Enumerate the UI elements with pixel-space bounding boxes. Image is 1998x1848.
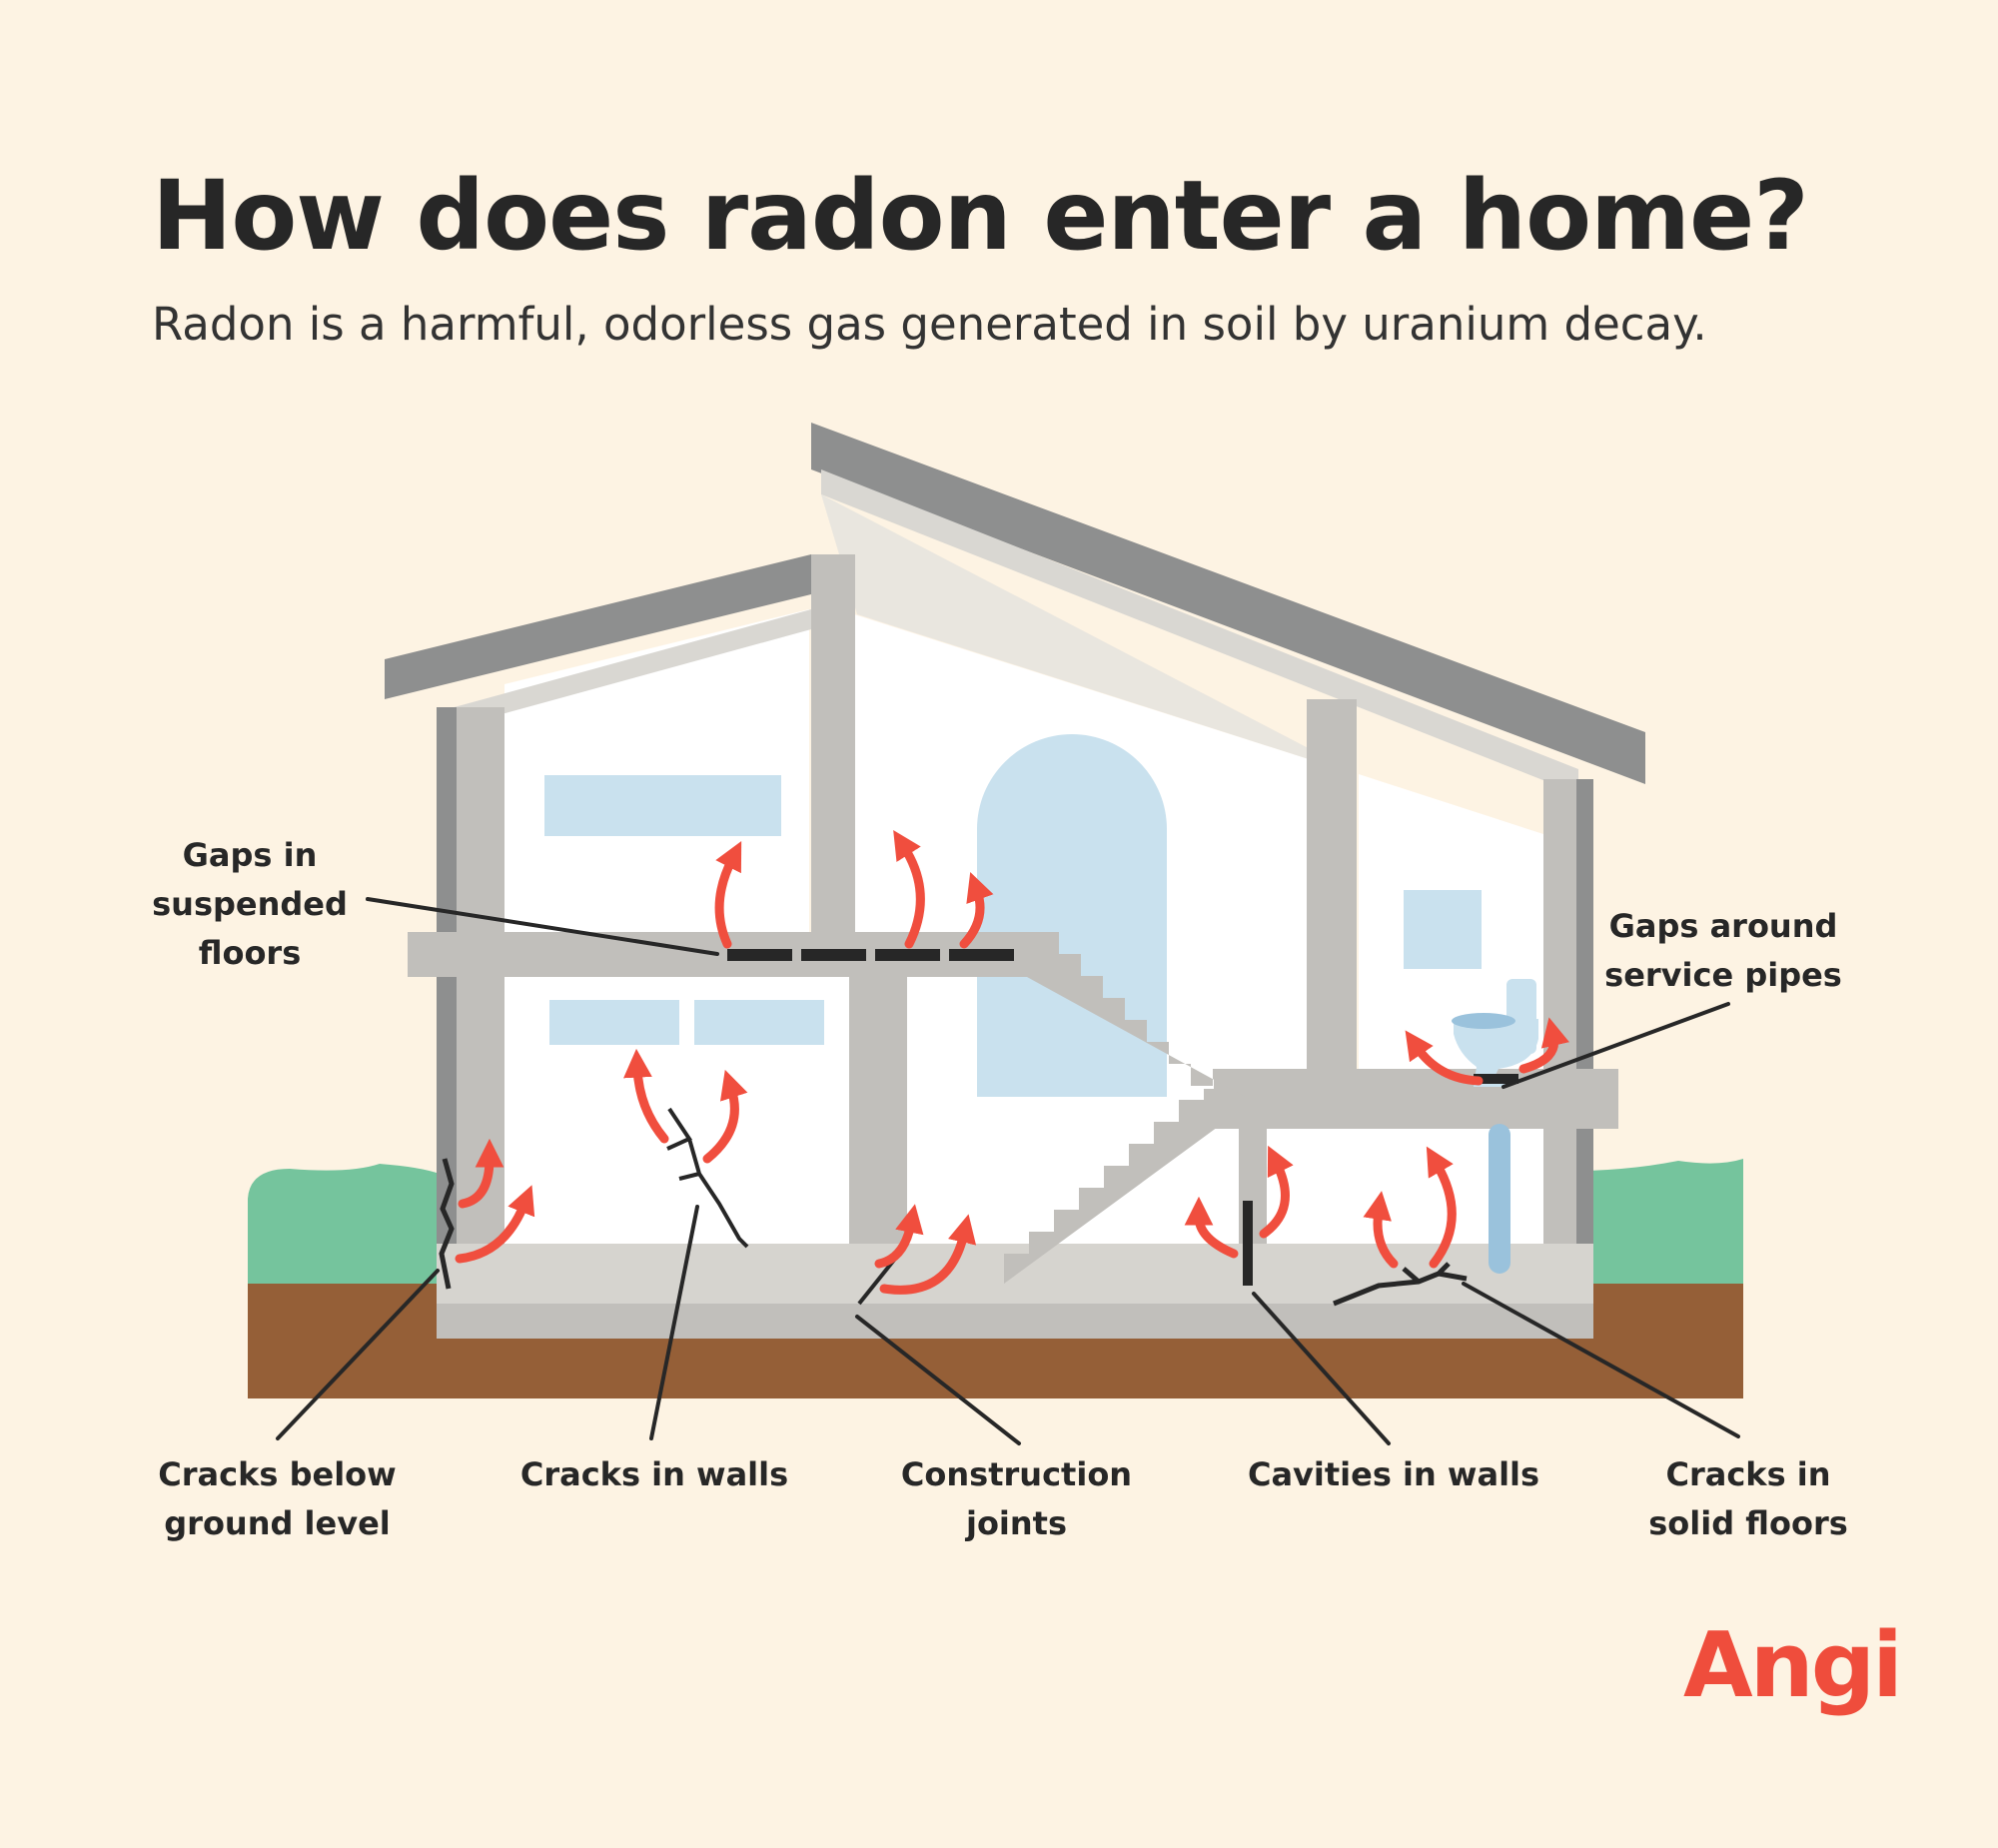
toilet-icon <box>1452 979 1538 1087</box>
window-right-upper <box>1404 890 1482 969</box>
floor-gap-3 <box>875 949 940 961</box>
roof-left-fascia <box>385 554 811 699</box>
stairs-upper <box>1027 932 1249 1099</box>
upper-landing <box>1214 1069 1618 1129</box>
label-gaps-suspended-floors: Gaps in suspended floors <box>152 836 348 972</box>
window-lower-left-2 <box>694 1000 824 1045</box>
center-post-lower <box>849 974 907 1274</box>
floor-gap-1 <box>727 949 792 961</box>
center-post <box>811 554 855 939</box>
floor-gap-2 <box>801 949 866 961</box>
roof-gable-shade <box>821 494 1349 769</box>
floor-gap-4 <box>949 949 1014 961</box>
window-arched <box>977 734 1167 1097</box>
label-cracks-in-walls: Cracks in walls <box>519 1455 789 1493</box>
page-title: How does radon enter a home? <box>152 160 1809 272</box>
crack-below-ground <box>439 1158 455 1290</box>
leader-lines <box>276 897 1740 1445</box>
radon-arrows <box>455 830 1569 1295</box>
page-subtitle: Radon is a harmful, odorless gas generat… <box>152 298 1707 351</box>
roof-left-soffit <box>440 609 811 731</box>
outer-wall-right-edge <box>1576 779 1593 1299</box>
bush-left <box>248 1164 440 1284</box>
label-gaps-service-pipes: Gaps around service pipes <box>1604 907 1842 994</box>
label-cracks-below-ground: Cracks below ground level <box>158 1455 397 1542</box>
angi-logo: Angi <box>1683 1613 1903 1718</box>
label-cavities-in-walls: Cavities in walls <box>1247 1455 1540 1493</box>
foundation <box>437 1304 1593 1339</box>
service-pipe <box>1489 1124 1510 1274</box>
roof-right-soffit <box>821 469 1578 794</box>
outer-wall-left-inner <box>457 707 504 1307</box>
crack-in-wall <box>666 1107 749 1249</box>
label-construction-joints: Construction joints <box>900 1455 1133 1542</box>
label-cracks-solid-floors: Cracks in solid floors <box>1648 1455 1848 1542</box>
crack-in-floor <box>1333 1262 1468 1307</box>
roof-right-fascia <box>811 423 1645 784</box>
stairs-lower <box>1004 1089 1229 1284</box>
window-upper-left <box>544 775 781 836</box>
wall-cavity <box>1243 1201 1253 1286</box>
bush-right <box>1588 1159 1743 1284</box>
right-post <box>1307 699 1357 1069</box>
outer-wall-left <box>437 707 457 1307</box>
window-lower-left-1 <box>549 1000 679 1045</box>
